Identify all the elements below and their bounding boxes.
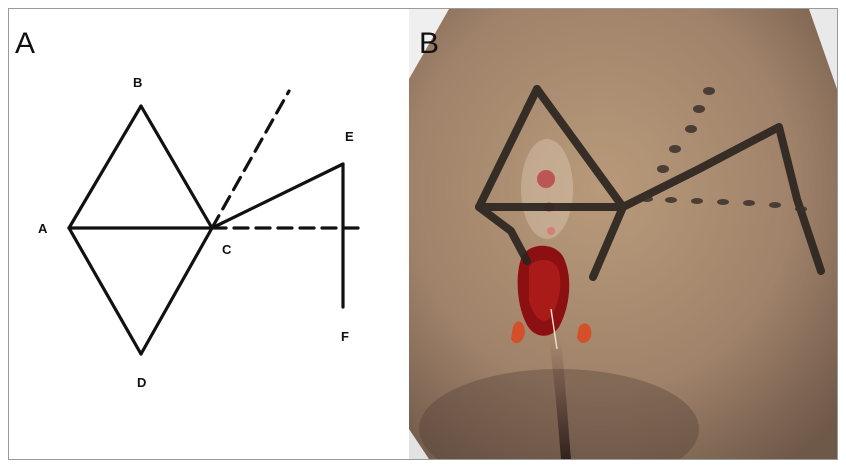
dot-marker-12 — [657, 165, 669, 173]
panel-b: B — [409, 9, 837, 459]
point-label-c: C — [222, 242, 231, 257]
point-label-b: B — [133, 75, 142, 90]
panel-b-label: B — [419, 29, 439, 59]
dot-marker-3 — [691, 198, 703, 204]
dot-marker-5 — [743, 200, 755, 206]
dot-marker-6 — [769, 202, 781, 208]
segment-ab — [69, 106, 141, 228]
dot-marker-2 — [665, 197, 677, 203]
point-label-d: D — [137, 375, 146, 390]
flap-diagram — [9, 9, 407, 459]
point-label-e: E — [345, 129, 354, 144]
segment-bc — [141, 106, 212, 228]
dot-marker-1 — [641, 196, 653, 202]
segment-dc — [141, 228, 212, 354]
dot-marker-11 — [669, 145, 681, 153]
dot-marker-10 — [685, 125, 697, 133]
shaved-pale-area — [521, 139, 573, 239]
dot-marker-8 — [703, 87, 715, 95]
dot-marker-7 — [795, 206, 807, 212]
dot-marker-4 — [717, 199, 729, 205]
figure-frame: A B A C D E F — [8, 8, 838, 460]
segment-ce — [212, 164, 343, 228]
point-label-f: F — [341, 329, 349, 344]
panel-a: A B A C D E F — [9, 9, 407, 459]
dot-marker-9 — [693, 105, 705, 113]
point-label-a: A — [38, 221, 47, 236]
segment-ad — [69, 228, 141, 354]
clinical-photo — [409, 9, 837, 459]
